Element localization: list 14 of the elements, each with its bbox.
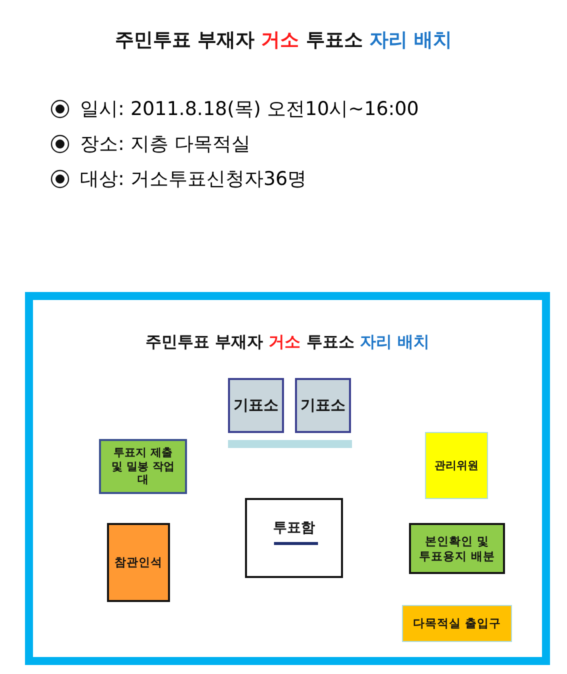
info-text: 대상: 거소투표신청자36명 [80,167,307,192]
work-table-box: 투표지 제출 및 밀봉 작업대 [99,439,187,494]
observer-box: 참관인석 [107,523,170,602]
id-check-box: 본인확인 및 투표용지 배분 [409,523,505,574]
entrance-box: 다목적실 출입구 [402,605,512,642]
info-text: 일시: 2011.8.18(목) 오전10시~16:00 [80,97,419,122]
ballot-box: 투표함 [245,498,343,578]
floor-plan-frame [25,292,550,665]
info-text: 장소: 지층 다목적실 [80,132,250,157]
staff-box: 관리위원 [425,432,488,499]
booth-box: 기표소 [295,378,351,433]
title: 주민투표 부재자 거소 투표소 자리 배치 [114,28,454,53]
booth-box: 기표소 [228,378,284,433]
plan-title: 주민투표 부재자 거소 투표소 자리 배치 [144,332,430,353]
